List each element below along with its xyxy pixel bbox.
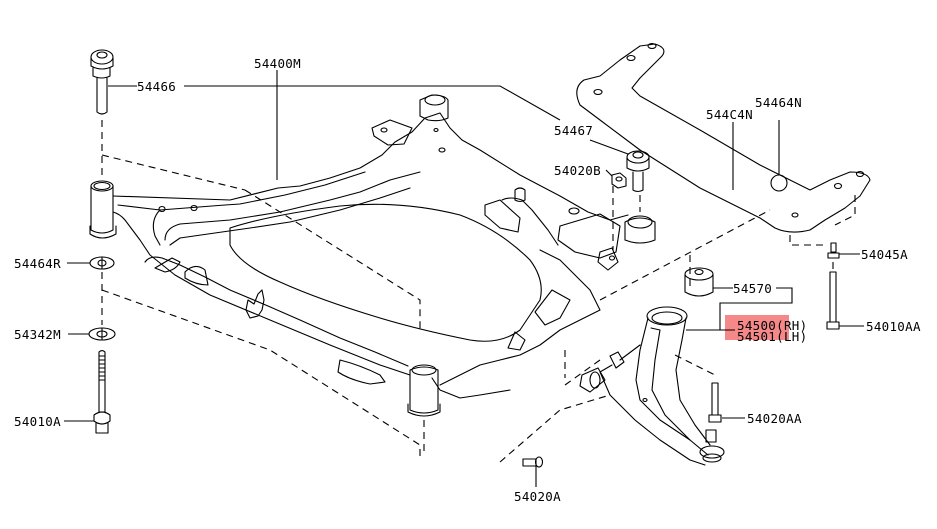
bolt-54020AA-drawing[interactable] bbox=[708, 382, 722, 423]
bolt-54466-drawing[interactable] bbox=[90, 49, 114, 115]
plug-54464N-drawing[interactable] bbox=[770, 174, 788, 192]
part-label-544C4N[interactable]: 544C4N bbox=[706, 107, 753, 122]
stiffener-544C4N-drawing[interactable] bbox=[576, 42, 871, 233]
part-label-54464N[interactable]: 54464N bbox=[755, 95, 802, 110]
part-label-54501-lh[interactable]: 54501(LH) bbox=[737, 329, 808, 344]
selected-part-highlight bbox=[725, 315, 789, 340]
part-label-54500-rh[interactable]: 54500(RH) bbox=[737, 318, 808, 333]
bolt-54467-drawing[interactable] bbox=[626, 150, 650, 193]
bolt-54010AA-drawing[interactable] bbox=[826, 271, 840, 330]
part-label-54464R[interactable]: 54464R bbox=[14, 256, 61, 271]
bushing-54570-drawing[interactable] bbox=[684, 267, 714, 297]
bolt-54020A-drawing[interactable] bbox=[522, 456, 544, 468]
nut-54020B-drawing[interactable] bbox=[611, 172, 627, 189]
transverse-link-54500-drawing[interactable] bbox=[579, 306, 725, 466]
suspension-member-54400M-drawing[interactable] bbox=[112, 94, 656, 417]
part-label-54020A[interactable]: 54020A bbox=[514, 489, 561, 504]
part-label-54045A[interactable]: 54045A bbox=[861, 247, 908, 262]
washer-54464R-drawing[interactable] bbox=[89, 256, 115, 270]
bushing-left-rear bbox=[89, 180, 117, 239]
part-label-54020B[interactable]: 54020B bbox=[554, 163, 601, 178]
part-label-54020AA[interactable]: 54020AA bbox=[747, 411, 802, 426]
part-label-54467[interactable]: 54467 bbox=[554, 123, 594, 138]
part-label-54342M[interactable]: 54342M bbox=[14, 327, 61, 342]
bolt-54010A-drawing[interactable] bbox=[93, 349, 111, 434]
washer-54342M-drawing[interactable] bbox=[88, 327, 116, 341]
part-label-54570[interactable]: 54570 bbox=[733, 281, 773, 296]
part-label-54010AA[interactable]: 54010AA bbox=[866, 319, 921, 334]
part-label-54010A[interactable]: 54010A bbox=[14, 414, 61, 429]
part-label-54466[interactable]: 54466 bbox=[137, 79, 177, 94]
part-label-54400M[interactable]: 54400M bbox=[254, 56, 301, 71]
bolt-54045A-drawing[interactable] bbox=[827, 242, 840, 259]
